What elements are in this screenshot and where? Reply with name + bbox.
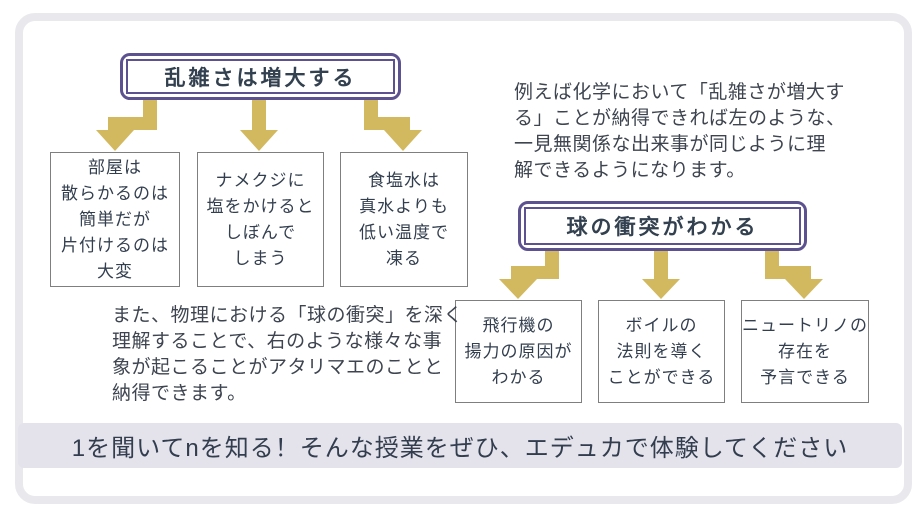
cta-banner: 1を聞いてnを知る！そんな授業をぜひ、エデュカで体験してください bbox=[18, 423, 902, 468]
entropy-title: 乱雑さは増大する bbox=[126, 59, 395, 94]
entropy-title-box: 乱雑さは増大する bbox=[120, 53, 401, 100]
collision-title: 球の衝突がわかる bbox=[524, 207, 801, 245]
entropy-example-saltwater: 食塩水は 真水よりも 低い温度で 凍る bbox=[340, 152, 468, 287]
physics-paragraph: また、物理における「球の衝突」を深く 理解することで、右のような様々な事 象が起… bbox=[112, 305, 464, 404]
collision-example-boyle: ボイルの 法則を導く ことができる bbox=[598, 300, 725, 403]
collision-example-airplane: 飛行機の 揚力の原因が わかる bbox=[455, 300, 582, 403]
collision-example-neutrino: ニュートリノの 存在を 予言できる bbox=[741, 300, 869, 403]
entropy-example-room: 部屋は 散らかるのは 簡単だが 片付けるのは 大変 bbox=[50, 152, 180, 287]
collision-title-box: 球の衝突がわかる bbox=[518, 201, 807, 251]
entropy-example-slug: ナメクジに 塩をかけると しぼんで しまう bbox=[197, 152, 324, 287]
cta-banner-text: 1を聞いてnを知る！そんな授業をぜひ、エデュカで体験してください bbox=[71, 435, 849, 462]
chemistry-paragraph: 例えば化学において「乱雑さが増大す る」ことが納得できれば左のような、 一見無関… bbox=[514, 82, 846, 181]
